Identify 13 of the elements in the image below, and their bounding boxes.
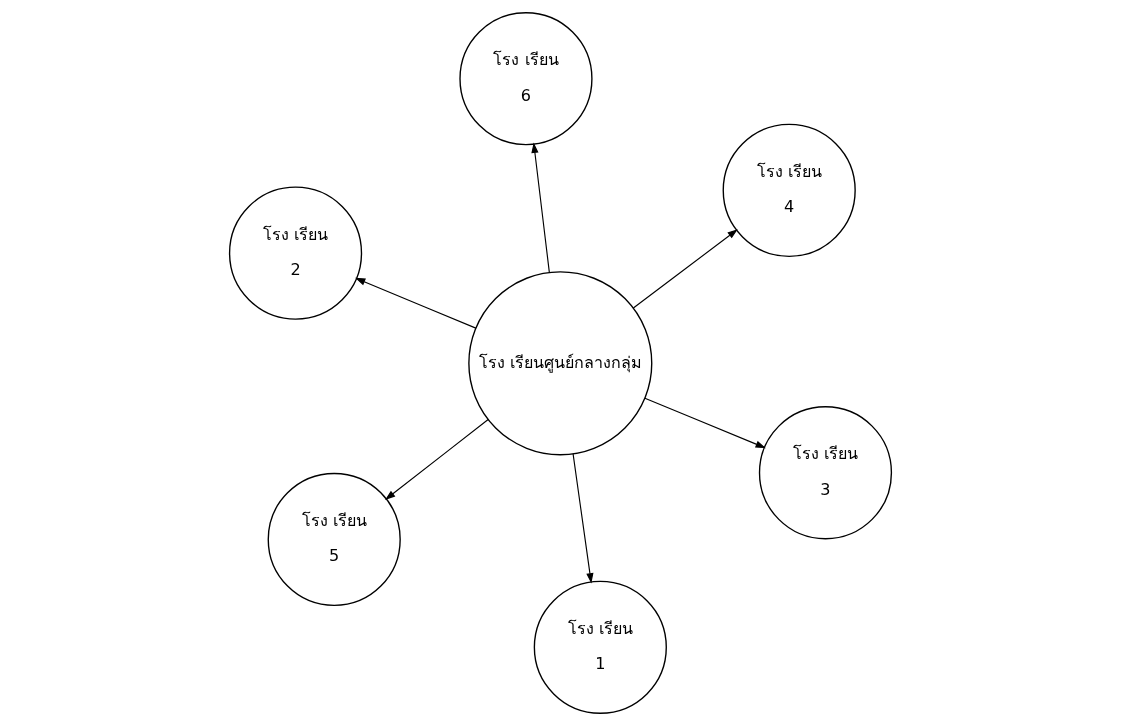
node-circle: โรง เรียน 1 xyxy=(533,580,667,714)
arrow xyxy=(632,229,738,309)
arrow xyxy=(531,142,550,273)
arrow xyxy=(385,418,489,500)
arrow xyxy=(644,397,766,449)
node-circle: โรง เรียนศูนย์กลางกลุ่ม xyxy=(468,271,653,456)
node-circle: โรง เรียน 5 xyxy=(267,472,401,607)
arrow xyxy=(572,453,594,584)
node-circle: โรง เรียน 4 xyxy=(722,123,856,257)
node-circle: โรง เรียน 3 xyxy=(758,406,893,540)
arrow xyxy=(355,277,477,329)
node-circle: โรง เรียน 2 xyxy=(228,186,363,320)
node-circle: โรง เรียน 6 xyxy=(459,12,593,146)
